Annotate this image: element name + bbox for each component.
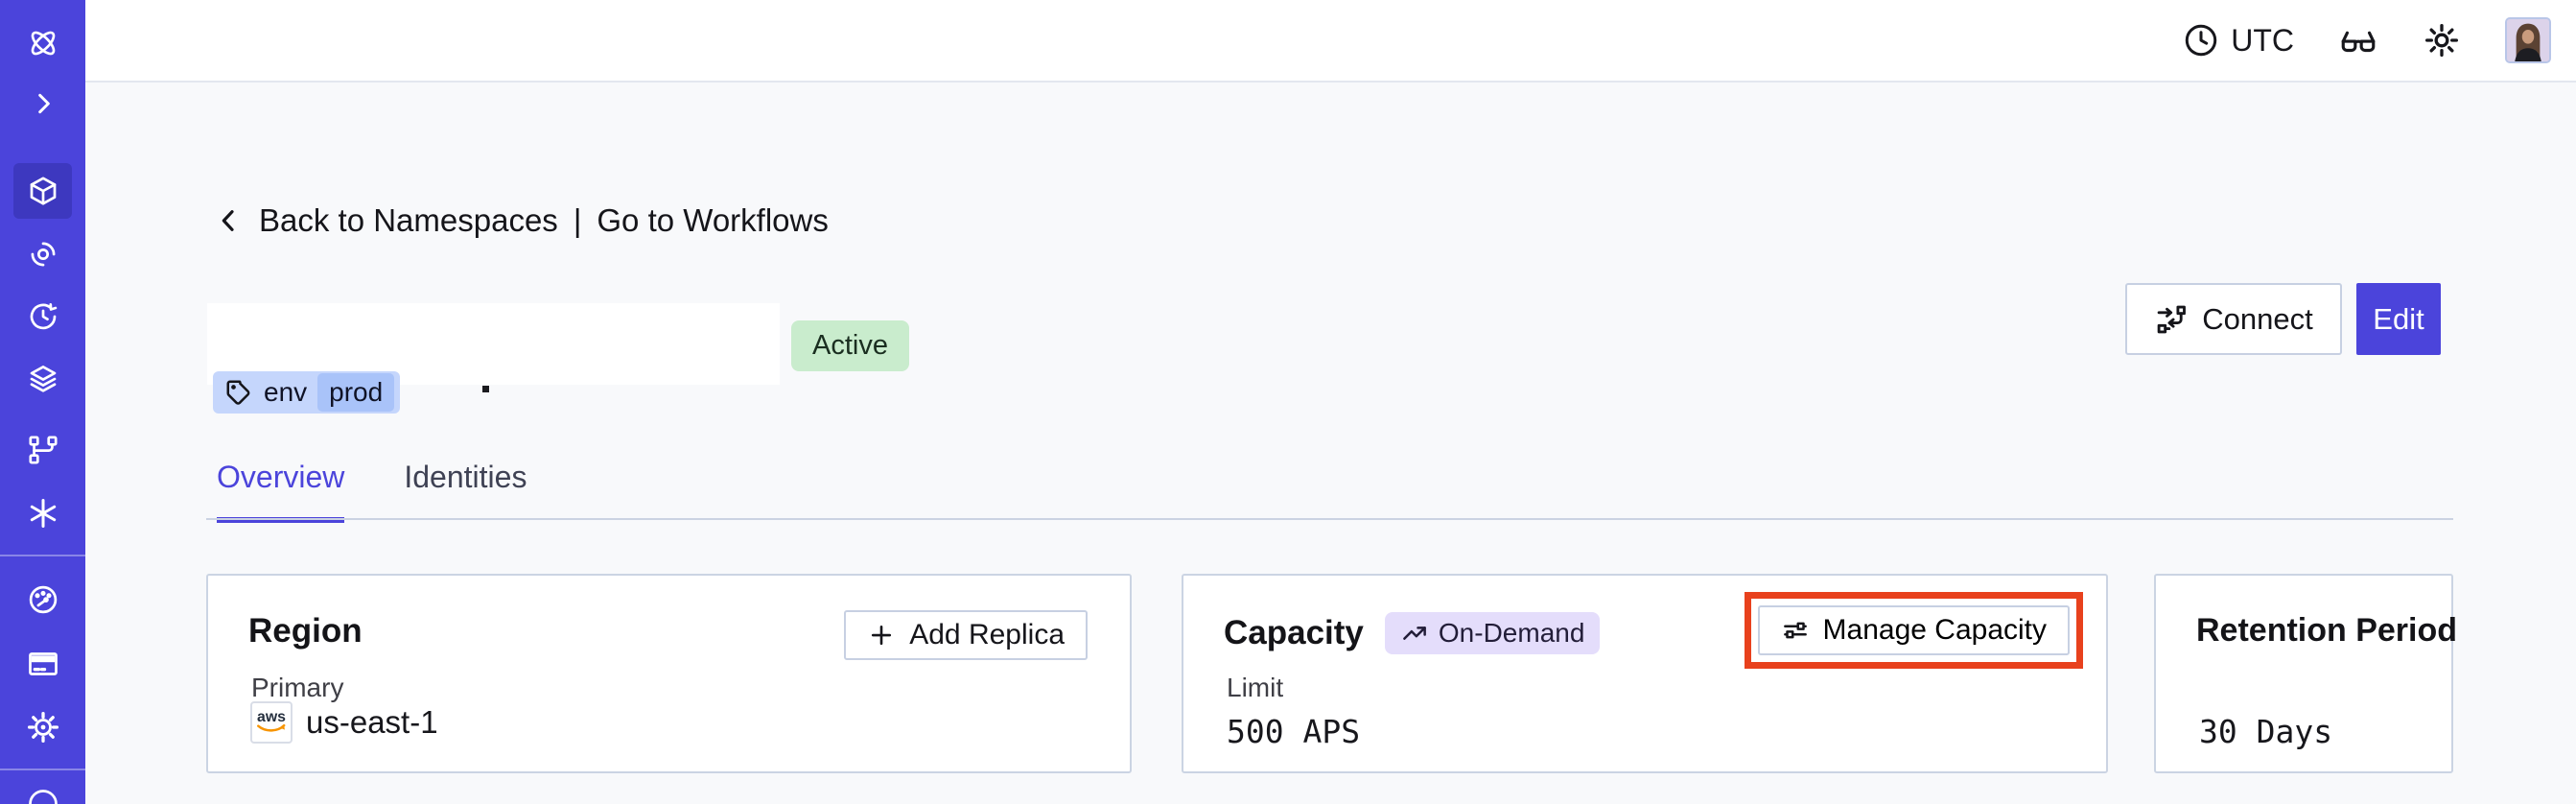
primary-label: Primary <box>251 673 344 702</box>
sidebar-item-namespaces[interactable] <box>13 163 72 219</box>
asterisk-icon <box>30 499 56 528</box>
sidebar-item-logo[interactable] <box>0 15 85 71</box>
region-card-title: Region <box>248 612 363 650</box>
tab-bar: Overview Identities <box>217 460 527 523</box>
namespace-title-dot <box>482 386 489 392</box>
account-circle-icon <box>28 790 58 804</box>
connect-button[interactable]: Connect <box>2125 283 2342 355</box>
status-badge-label: Active <box>812 330 888 361</box>
aws-logo-text: aws <box>257 709 286 725</box>
chevron-right-icon <box>37 93 50 114</box>
ondemand-chip: On-Demand <box>1384 612 1601 654</box>
branch-icon <box>28 436 58 464</box>
tag-value: prod <box>317 373 395 412</box>
tab-identities[interactable]: Identities <box>404 460 527 494</box>
capacity-card: Capacity On-Demand <box>1182 574 2108 773</box>
tag-icon <box>226 380 250 405</box>
credit-card-icon <box>28 652 58 675</box>
sidebar-item-billing[interactable] <box>0 636 85 692</box>
status-badge: Active <box>791 320 909 371</box>
namespace-tag-chip: env prod <box>213 371 401 414</box>
retention-card-title: Retention Period <box>2196 612 2458 649</box>
sidebar-divider <box>0 769 85 770</box>
sidebar-expand-button[interactable] <box>0 76 85 131</box>
retention-card: Retention Period 30 Days <box>2154 574 2457 773</box>
layers-icon <box>30 366 56 392</box>
tag-key: env <box>264 377 308 407</box>
edit-button-label: Edit <box>2373 301 2424 336</box>
breadcrumb-separator: | <box>573 202 582 238</box>
sidebar-item-deployments[interactable] <box>0 351 85 407</box>
namespaces-cube-icon <box>30 177 56 205</box>
labs-glasses-button[interactable] <box>2338 20 2378 60</box>
namespace-title-redacted <box>207 303 780 385</box>
breadcrumb-back-link[interactable]: Back to Namespaces <box>259 202 558 238</box>
region-value: us-east-1 <box>306 704 438 740</box>
clock-icon <box>2183 22 2219 59</box>
connect-button-label: Connect <box>2202 301 2313 336</box>
region-card: Region Add Replica Primary aws us-east-1 <box>206 574 1132 773</box>
theme-toggle-sun-button[interactable] <box>2423 21 2461 59</box>
breadcrumb: Back to Namespaces | Go to Workflows <box>213 200 829 242</box>
chevron-left-icon[interactable] <box>213 205 244 236</box>
ondemand-chip-label: On-Demand <box>1438 618 1585 648</box>
connect-flow-icon <box>2157 305 2187 333</box>
add-replica-button[interactable]: Add Replica <box>844 610 1088 660</box>
capacity-limit-value: 500 APS <box>1227 713 1361 750</box>
aws-logo-badge: aws <box>250 701 293 744</box>
temporal-logo-icon <box>31 31 55 56</box>
manage-capacity-label: Manage Capacity <box>1822 614 2047 646</box>
sidebar-item-schedules[interactable] <box>0 289 85 344</box>
add-replica-label: Add Replica <box>909 619 1065 650</box>
gauge-icon <box>29 585 57 614</box>
sidebar-item-account[interactable] <box>0 773 85 804</box>
sidebar-item-settings[interactable] <box>0 699 85 755</box>
main-content: Back to Namespaces | Go to Workflows Act… <box>85 84 2576 804</box>
capacity-card-title: Capacity On-Demand <box>1224 612 1601 654</box>
sidebar-item-batch-operations[interactable] <box>0 485 85 541</box>
tab-overview[interactable]: Overview <box>217 460 345 523</box>
retention-value: 30 Days <box>2199 713 2333 750</box>
sidebar <box>0 0 85 804</box>
sliders-icon <box>1783 622 1807 639</box>
annotation-highlight-box: Manage Capacity <box>1744 592 2083 669</box>
timezone-label: UTC <box>2231 22 2294 58</box>
sidebar-divider <box>0 555 85 556</box>
timezone-selector[interactable]: UTC <box>2183 22 2294 59</box>
top-header: UTC <box>85 0 2576 83</box>
limit-label: Limit <box>1227 673 1284 702</box>
sidebar-item-workflows[interactable] <box>0 226 85 282</box>
capacity-title-label: Capacity <box>1224 614 1364 651</box>
primary-region-value: aws us-east-1 <box>250 701 438 744</box>
breadcrumb-workflows-link[interactable]: Go to Workflows <box>597 202 829 238</box>
schedules-clock-icon <box>30 303 57 330</box>
manage-capacity-button[interactable]: Manage Capacity <box>1757 605 2070 655</box>
edit-button[interactable]: Edit <box>2356 283 2441 355</box>
sidebar-item-nexus[interactable] <box>0 422 85 478</box>
user-avatar[interactable] <box>2505 17 2551 63</box>
sidebar-item-usage[interactable] <box>0 572 85 627</box>
plus-icon <box>872 625 892 646</box>
gear-icon <box>27 711 59 744</box>
trending-up-icon <box>1403 627 1426 640</box>
tab-bar-divider <box>206 518 2453 520</box>
workflows-spiral-icon <box>31 242 55 267</box>
